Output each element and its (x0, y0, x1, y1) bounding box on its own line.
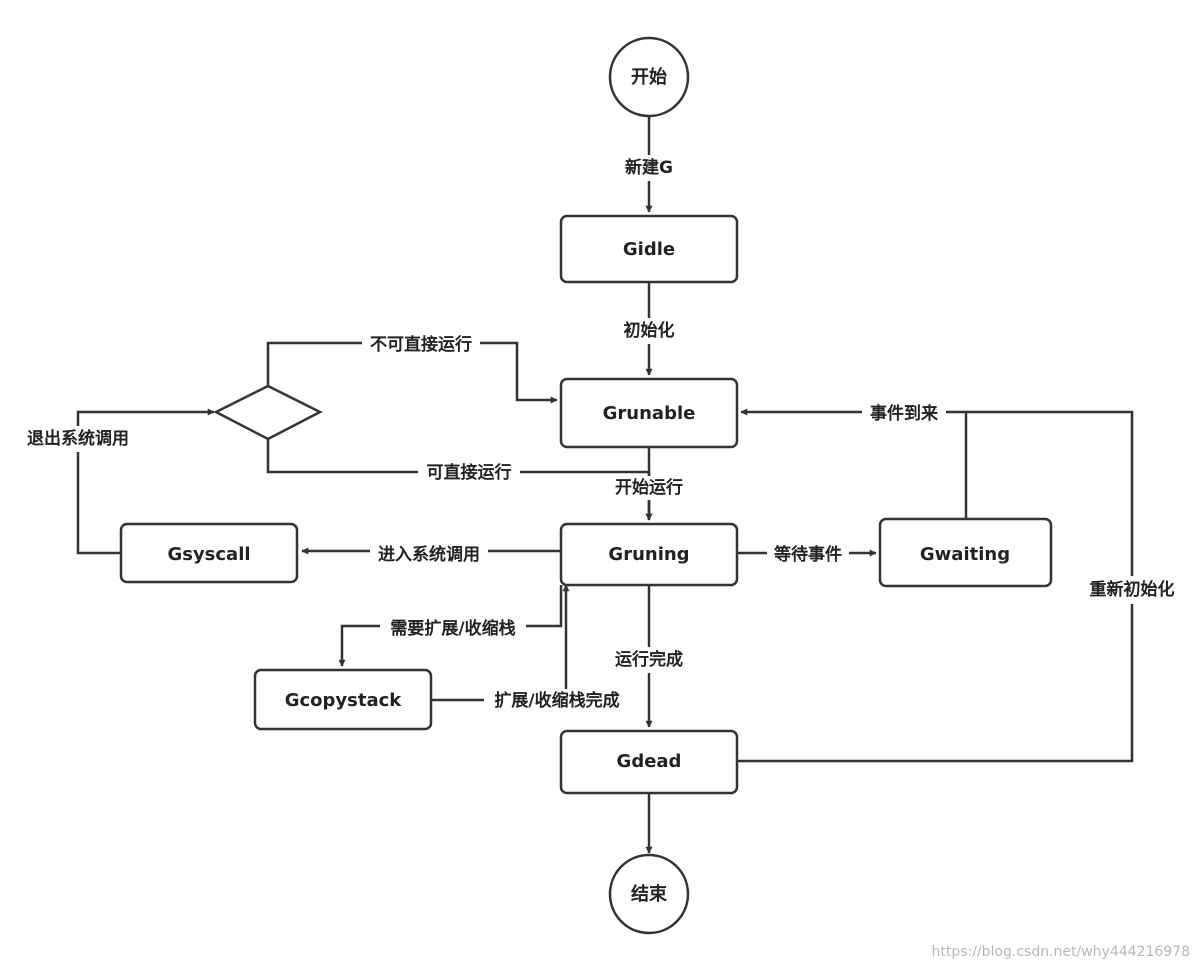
edge-decision-to-grunable (266, 341, 558, 404)
node-grunable-label: Grunable (603, 403, 696, 424)
node-start: 开始 (608, 36, 690, 118)
edge-labels: 新建G 初始化 不可直接运行 可直接运行 开始运行 退出系统调用 进入系统调用 … (20, 155, 1184, 713)
node-start-label: 开始 (631, 66, 667, 88)
node-gidle: Gidle (559, 214, 739, 284)
node-gsyscall: Gsyscall (119, 522, 299, 584)
label-event-arrived: 事件到来 (870, 403, 939, 424)
node-gdead: Gdead (559, 729, 739, 795)
label-init: 初始化 (624, 320, 675, 341)
node-gdead-label: Gdead (617, 751, 682, 772)
edge-gsyscall-to-decision (76, 408, 215, 555)
label-can-run-directly: 可直接运行 (427, 462, 512, 483)
node-decision (213, 384, 323, 441)
node-gidle-label: Gidle (623, 239, 675, 260)
node-gcopystack: Gcopystack (253, 668, 433, 731)
label-need-stack-resize: 需要扩展/收缩栈 (390, 618, 515, 639)
edge-gwaiting-to-grunable (740, 408, 968, 518)
node-gcopystack-label: Gcopystack (285, 690, 403, 711)
node-end-label: 结束 (631, 883, 668, 905)
node-gsyscall-label: Gsyscall (167, 544, 250, 565)
node-gwaiting: Gwaiting (878, 517, 1053, 588)
watermark: https://blog.csdn.net/why444216978 (931, 944, 1190, 960)
edge-gcopystack-to-gruning (431, 584, 570, 702)
nodes: 开始 Gidle Grunable Gruning Gsyscall Gwait… (119, 36, 1053, 935)
label-cannot-run-directly: 不可直接运行 (370, 334, 472, 355)
label-stack-resize-done: 扩展/收缩栈完成 (494, 690, 619, 711)
label-new-g: 新建G (625, 157, 673, 178)
node-gwaiting-label: Gwaiting (920, 544, 1010, 565)
label-start-running: 开始运行 (615, 477, 683, 498)
label-exit-syscall: 退出系统调用 (27, 428, 129, 449)
node-end: 结束 (608, 853, 690, 935)
node-grunable: Grunable (559, 377, 739, 449)
node-gruning: Gruning (559, 522, 739, 587)
label-run-complete: 运行完成 (615, 649, 683, 670)
label-reinit: 重新初始化 (1090, 579, 1175, 600)
label-enter-syscall: 进入系统调用 (378, 544, 480, 565)
label-wait-event: 等待事件 (774, 544, 842, 565)
node-gruning-label: Gruning (608, 544, 689, 565)
